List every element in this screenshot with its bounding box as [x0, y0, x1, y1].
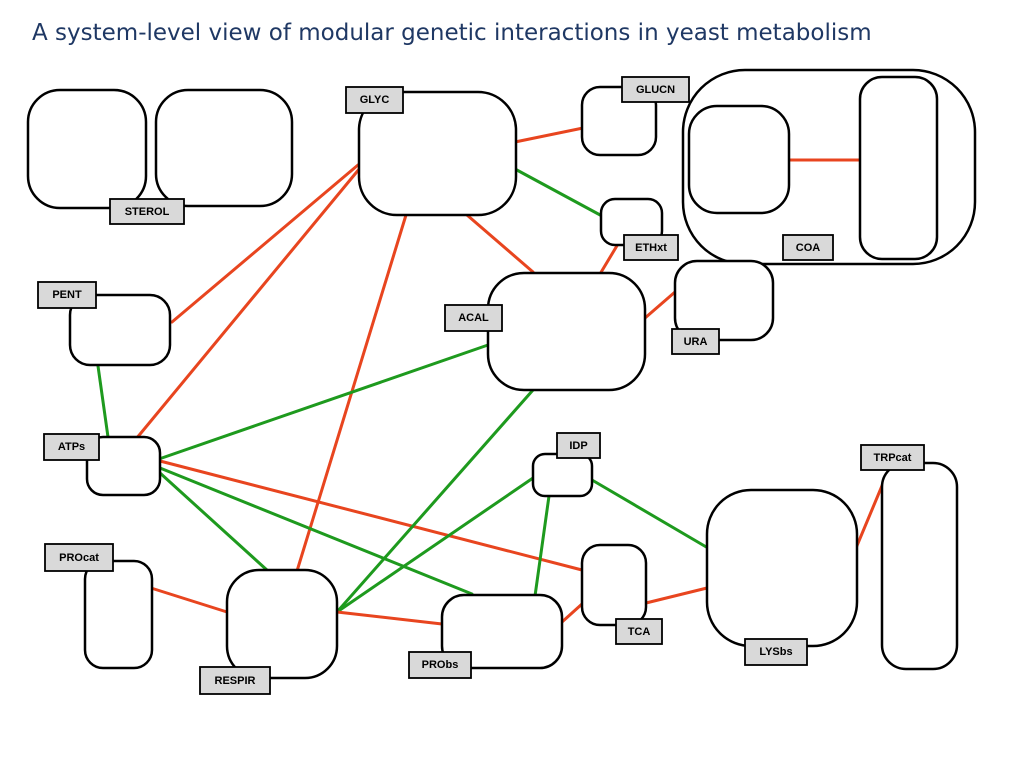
- svg-text:ETHxt: ETHxt: [635, 242, 667, 254]
- svg-text:PROcat: PROcat: [59, 552, 99, 564]
- module-tca: [580, 543, 648, 627]
- module-glyc: [357, 90, 518, 217]
- edge-procat-respir: [149, 586, 229, 614]
- label-tca: TCA: [615, 618, 663, 645]
- svg-text:GLYC: GLYC: [360, 94, 390, 106]
- edge-atps-tca: [158, 459, 584, 572]
- module-coa-group: [681, 68, 977, 266]
- module-sterol-left: [26, 88, 148, 210]
- page-title: A system-level view of modular genetic i…: [32, 20, 872, 46]
- label-ura: URA: [671, 328, 720, 355]
- edge-atps-probs: [158, 466, 474, 596]
- module-ura: [673, 259, 775, 342]
- label-sterol: STEROL: [109, 198, 185, 225]
- module-acal: [486, 271, 647, 392]
- edge-probs-tca: [560, 602, 584, 624]
- edge-acal-respir: [335, 388, 535, 614]
- module-idp: [531, 452, 594, 498]
- svg-text:URA: URA: [684, 336, 708, 348]
- label-lysbs: LYSbs: [744, 638, 808, 666]
- edge-atps-respir: [158, 471, 270, 573]
- svg-text:TRPcat: TRPcat: [874, 452, 912, 464]
- edge-glyc-pent: [170, 163, 360, 324]
- module-coa-right: [858, 75, 939, 261]
- svg-text:ACAL: ACAL: [458, 312, 489, 324]
- label-trpcat: TRPcat: [860, 444, 925, 471]
- label-respir: RESPIR: [199, 666, 271, 695]
- svg-text:COA: COA: [796, 242, 821, 254]
- edge-glyc-acal: [465, 213, 535, 274]
- module-glucn: [580, 85, 658, 157]
- label-idp: IDP: [556, 432, 601, 459]
- modules: [26, 68, 977, 680]
- svg-text:STEROL: STEROL: [125, 206, 170, 218]
- svg-text:ATPs: ATPs: [58, 441, 85, 453]
- label-pent: PENT: [37, 281, 97, 309]
- svg-text:PENT: PENT: [52, 289, 82, 301]
- label-ethxt: ETHxt: [623, 234, 679, 261]
- svg-text:PRObs: PRObs: [422, 659, 459, 671]
- label-atps: ATPs: [43, 433, 100, 461]
- module-pent: [68, 293, 172, 367]
- edges: [96, 126, 886, 626]
- module-atps: [85, 435, 162, 497]
- edge-respir-probs: [335, 610, 444, 626]
- module-procat: [83, 559, 154, 670]
- label-acal: ACAL: [444, 304, 503, 332]
- edge-glyc-glucn: [513, 126, 585, 144]
- edge-glyc-ethxt: [513, 167, 604, 218]
- svg-text:GLUCN: GLUCN: [636, 84, 675, 96]
- module-respir: [225, 568, 339, 680]
- module-lysbs: [705, 488, 859, 648]
- svg-text:IDP: IDP: [569, 440, 587, 452]
- svg-text:TCA: TCA: [628, 626, 651, 638]
- label-coa: COA: [782, 234, 834, 261]
- edge-tca-lysbs: [644, 586, 709, 605]
- edge-glyc-atps: [134, 166, 362, 441]
- edge-idp-lysbs: [590, 478, 710, 550]
- svg-text:LYSbs: LYSbs: [759, 646, 792, 658]
- edge-atps-acal: [157, 343, 490, 461]
- edge-idp-respir: [335, 476, 535, 614]
- edge-ura-acal: [643, 290, 677, 320]
- module-sterol-right: [154, 88, 294, 208]
- svg-text:RESPIR: RESPIR: [215, 675, 256, 687]
- edge-pent-atps: [96, 364, 110, 439]
- label-procat: PROcat: [44, 543, 114, 572]
- module-trpcat: [880, 461, 959, 671]
- module-coa-left: [687, 104, 791, 215]
- label-glucn: GLUCN: [621, 76, 690, 103]
- edge-idp-probs: [533, 494, 551, 598]
- labels: STEROL GLYC GLUCN ETHxt COA PENT ACAL U: [37, 76, 925, 695]
- module-probs: [440, 593, 564, 670]
- label-glyc: GLYC: [345, 86, 404, 114]
- edge-ethxt-acal: [598, 242, 620, 276]
- edge-lysbs-trpcat: [854, 479, 886, 550]
- label-probs: PRObs: [408, 651, 472, 679]
